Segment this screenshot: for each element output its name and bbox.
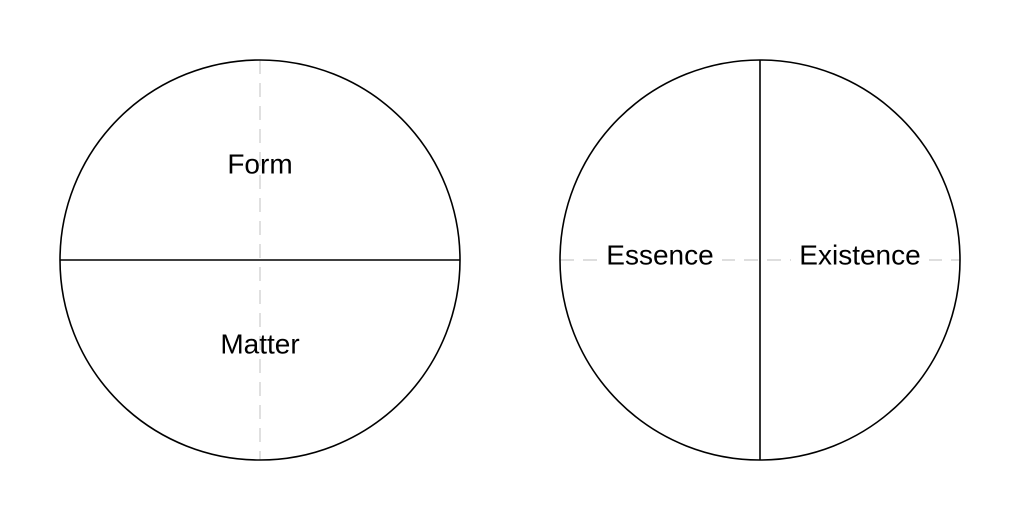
existence-label: Existence [799,239,920,270]
form-matter-diagram: Form Matter [59,59,461,461]
essence-label-background [598,240,722,274]
existence-label-background [791,240,929,274]
form-label: Form [227,148,292,179]
matter-label: Matter [220,328,299,359]
essence-label: Essence [606,239,713,270]
essence-existence-diagram: Essence Existence [559,59,961,461]
